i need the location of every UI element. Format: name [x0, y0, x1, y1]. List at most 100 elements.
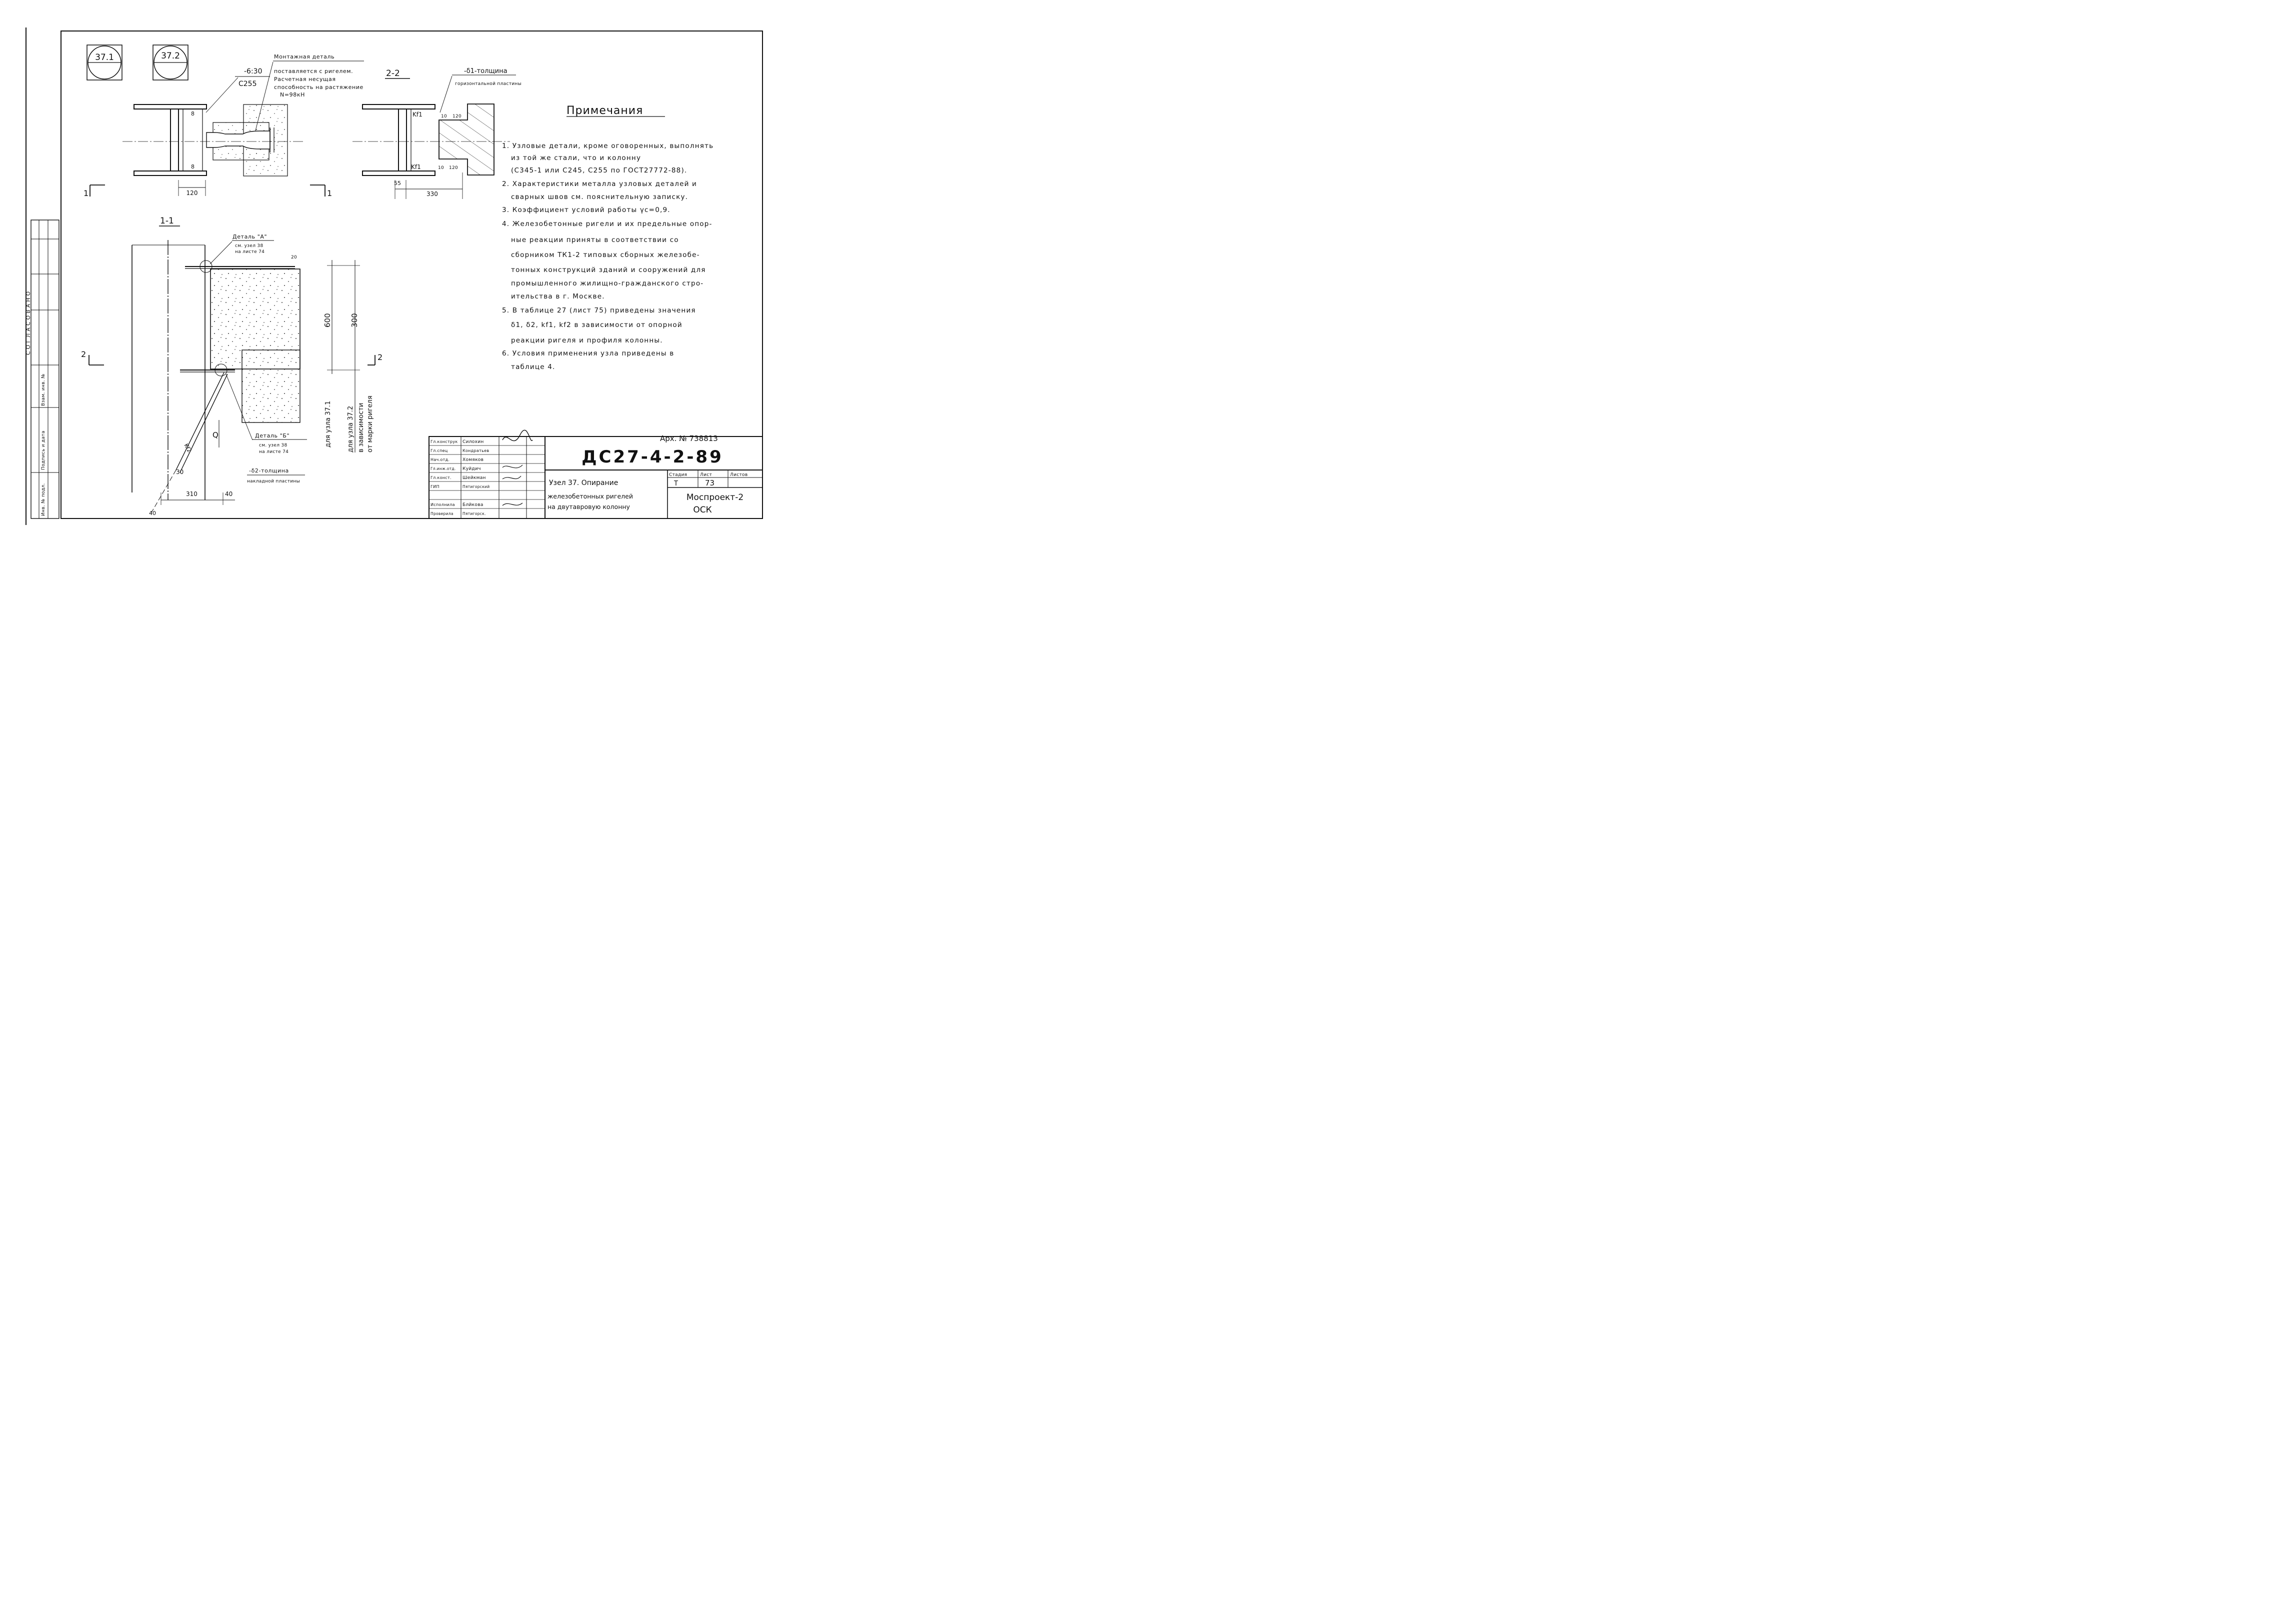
svg-text:8: 8 — [191, 164, 194, 170]
svg-text:Пятигорский: Пятигорский — [462, 484, 490, 489]
svg-text:на двутавровую колонну: на двутавровую колонну — [548, 503, 630, 510]
svg-text:300: 300 — [350, 313, 359, 328]
plate-note-label: -δ1-толщина — [464, 68, 508, 75]
svg-text:10: 10 — [438, 166, 444, 170]
svg-text:Гл.спец: Гл.спец — [430, 448, 448, 453]
mount-detail-title: Монтажная деталь — [274, 54, 334, 60]
marker-37-1: 37.1 — [86, 44, 122, 80]
svg-text:промышленного жилищно-гражданс: промышленного жилищно-гражданского стро- — [511, 280, 704, 288]
svg-text:120: 120 — [452, 114, 462, 119]
svg-text:Листов: Листов — [730, 472, 748, 478]
svg-text:из той же стали, что и колонну: из той же стали, что и колонну — [511, 154, 641, 162]
svg-text:2. Характеристики металла узло: 2. Характеристики металла узловых детале… — [502, 180, 697, 188]
signature-scribble — [502, 502, 523, 506]
svg-text:3. Коэффициент условий работы: 3. Коэффициент условий работы γc=0,9. — [502, 206, 670, 214]
plan-view: 8 8 120 1 1 — [84, 104, 332, 198]
plate-size: -6:30 — [244, 68, 262, 76]
stamp-col2: Подпись и дата — [41, 430, 46, 470]
svg-text:ительства в г. Москве.: ительства в г. Москве. — [511, 292, 605, 300]
section-title: 1-1 — [160, 216, 174, 226]
svg-text:от марки ригеля: от марки ригеля — [366, 396, 374, 452]
title-block: Арх. № 738813 ДС27-4-2-89 Гл.конструк Си… — [428, 430, 763, 519]
svg-text:сборником ТК1-2 типовых сборны: сборником ТК1-2 типовых сборных железобе… — [511, 251, 700, 259]
svg-text:600: 600 — [323, 313, 332, 328]
svg-text:на листе 74: на листе 74 — [259, 450, 288, 454]
mount-detail-line: N=98кН — [280, 92, 305, 98]
signature-scribble — [502, 430, 533, 442]
svg-text:(С345-1 или С245, С255 по ГОСТ: (С345-1 или С245, С255 по ГОСТ27772-88). — [511, 166, 687, 174]
marker-37-2: 37.2 — [152, 44, 188, 80]
svg-text:таблице 4.: таблице 4. — [511, 363, 556, 371]
svg-text:в зависимости: в зависимости — [358, 403, 365, 452]
svg-text:40: 40 — [149, 510, 156, 516]
svg-text:ГИП: ГИП — [430, 484, 440, 489]
svg-text:реакции ригеля и профиля колон: реакции ригеля и профиля колонны. — [511, 336, 663, 344]
notes-title: Примечания — [566, 104, 643, 117]
svg-text:-δ2-толщина: -δ2-толщина — [249, 468, 289, 474]
svg-text:на листе 74: на листе 74 — [235, 250, 264, 254]
svg-text:Блйкова: Блйкова — [462, 502, 484, 508]
svg-text:Деталь "А": Деталь "А" — [232, 234, 267, 240]
svg-text:ОСК: ОСК — [693, 505, 712, 515]
svg-text:Силохин: Силохин — [462, 440, 484, 444]
section-title: 2-2 — [386, 68, 400, 78]
marker-label: 37.1 — [95, 52, 114, 62]
svg-text:310: 310 — [186, 490, 198, 498]
signature-scribble — [502, 464, 523, 468]
svg-text:для узла 37.2: для узла 37.2 — [347, 406, 354, 452]
side-stamp: СОГЛАСОВАНО Взам. инв. № Подпись и дата … — [25, 220, 60, 519]
svg-text:Шейкман: Шейкман — [462, 476, 486, 480]
svg-text:2: 2 — [378, 352, 382, 362]
svg-text:Kf1: Kf1 — [411, 164, 421, 170]
svg-text:30: 30 — [176, 468, 184, 476]
section-2-2: 2-2 -δ1-толщина горизонтальной пластины … — [352, 68, 522, 199]
detail-b-callout: Деталь "Б" см. узел 38 на листе 74 -δ2-т… — [226, 374, 307, 484]
drawing-code: ДС27-4-2-89 — [582, 447, 724, 467]
drawing-sheet: СОГЛАСОВАНО Взам. инв. № Подпись и дата … — [25, 28, 763, 525]
svg-text:5. В таблице 27 (лист 75) прив: 5. В таблице 27 (лист 75) приведены знач… — [502, 306, 696, 314]
stamp-col1: Инв. № подл. — [41, 483, 46, 516]
svg-text:Q: Q — [212, 430, 218, 440]
svg-text:20: 20 — [291, 255, 297, 260]
svg-text:2: 2 — [81, 350, 86, 359]
svg-text:накладной пластины: накладной пластины — [247, 479, 300, 484]
plate-note-text: горизонтальной пластины — [455, 82, 522, 86]
svg-text:330: 330 — [426, 190, 438, 198]
marker-label: 37.2 — [161, 51, 180, 61]
svg-text:Гл.конст.: Гл.конст. — [430, 476, 452, 480]
svg-text:см. узел 38: см. узел 38 — [235, 244, 263, 248]
mount-detail-note: Монтажная деталь поставляется с ригелем.… — [206, 54, 364, 133]
svg-text:см. узел 38: см. узел 38 — [259, 443, 287, 448]
svg-text:Исполнила: Исполнила — [430, 502, 455, 507]
mount-detail-line: поставляется с ригелем. — [274, 68, 353, 74]
svg-text:Узел 37. Опирание: Узел 37. Опирание — [549, 479, 618, 487]
svg-text:ные реакции приняты в соответс: ные реакции приняты в соответствии со — [511, 236, 679, 244]
svg-text:Кондратьев: Кондратьев — [462, 448, 489, 453]
svg-text:Гл.конструк: Гл.конструк — [430, 440, 458, 444]
mount-detail-line: Расчетная несущая — [274, 76, 336, 82]
stamp-col3: Взам. инв. № — [41, 374, 46, 406]
svg-text:8: 8 — [191, 110, 194, 117]
section-1-1: 1-1 Kf2 40 600 300 для узла 37.1 для узл… — [81, 216, 382, 516]
svg-text:Нач.отд.: Нач.отд. — [430, 458, 450, 462]
sheet-frame — [60, 30, 763, 519]
svg-text:Моспроект-2: Моспроект-2 — [686, 492, 744, 502]
svg-text:1: 1 — [84, 188, 88, 198]
svg-text:4. Железобетонные ригели и их: 4. Железобетонные ригели и их предельные… — [502, 220, 712, 228]
svg-text:Лист: Лист — [700, 472, 712, 478]
svg-text:тонных конструкций зданий и со: тонных конструкций зданий и сооружений д… — [511, 266, 706, 274]
svg-text:1: 1 — [327, 188, 332, 198]
signature-scribble — [502, 476, 522, 480]
svg-text:для узла 37.1: для узла 37.1 — [324, 401, 332, 448]
notes: Примечания 1. Узловые детали, кроме огов… — [502, 104, 714, 371]
svg-text:55: 55 — [394, 180, 401, 186]
svg-text:Проверила: Проверила — [430, 512, 454, 516]
detail-a-callout: Деталь "А" см. узел 38 на листе 74 — [210, 234, 274, 264]
svg-text:Хомяков: Хомяков — [462, 458, 484, 462]
svg-text:железобетонных ригелей: железобетонных ригелей — [548, 492, 633, 500]
archive-number: Арх. № 738813 — [660, 434, 718, 443]
plate-steel: С255 — [238, 80, 257, 88]
svg-text:Kf2: Kf2 — [182, 442, 192, 454]
svg-text:Т: Т — [674, 480, 678, 488]
svg-text:1. Узловые детали, кроме огово: 1. Узловые детали, кроме оговоренных, вы… — [502, 142, 714, 150]
